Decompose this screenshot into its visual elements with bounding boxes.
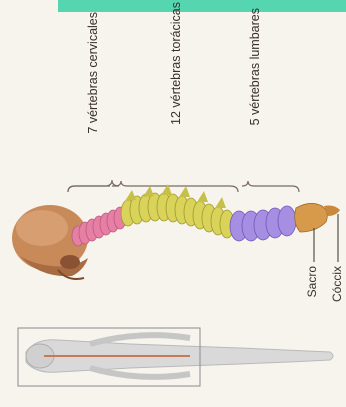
body-figure <box>26 335 333 377</box>
cervical-vertebrae <box>72 207 126 246</box>
lumbar-vertebrae <box>230 206 296 241</box>
lumbar-bracket <box>242 181 299 192</box>
sacrum <box>295 203 328 232</box>
thoracic-bracket <box>115 181 238 192</box>
thoracic-vertebrae <box>121 193 234 238</box>
